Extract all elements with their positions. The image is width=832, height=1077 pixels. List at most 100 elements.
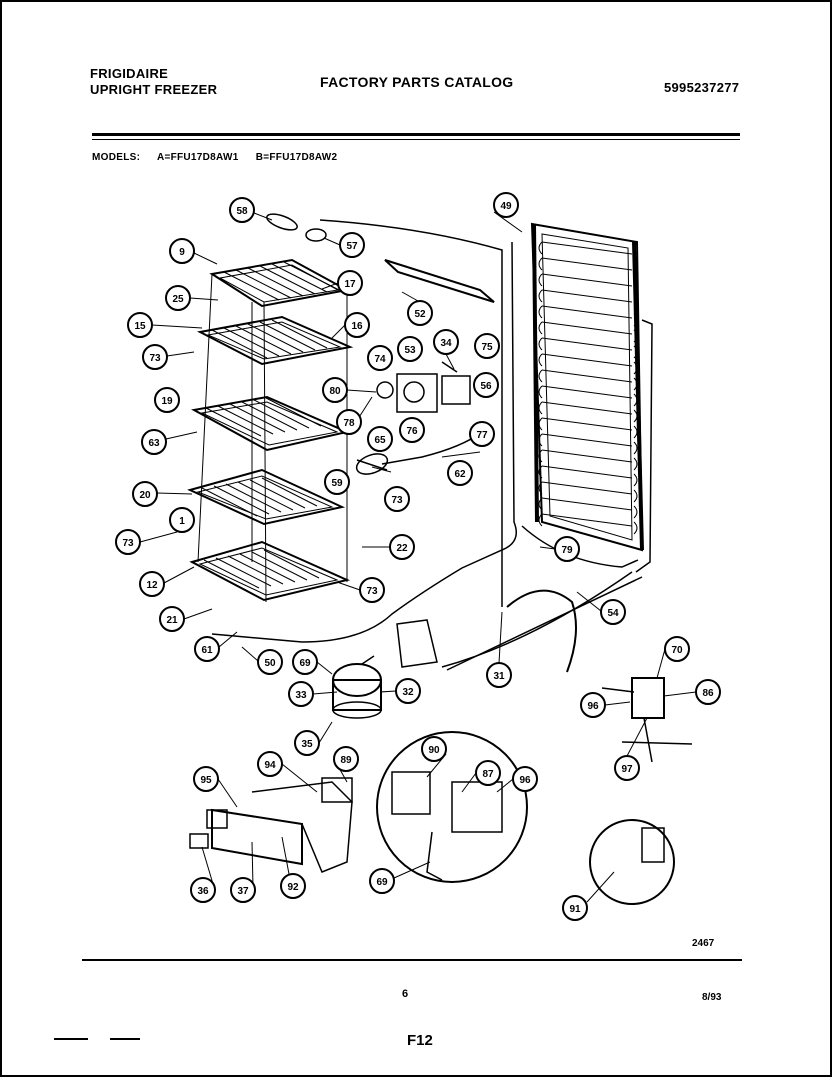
callout-15: 15: [127, 312, 153, 338]
callout-34: 34: [433, 329, 459, 355]
section-code: F12: [407, 1032, 433, 1049]
fan-motor-assembly: [376, 361, 471, 413]
callout-73: 73: [359, 577, 385, 603]
svg-text:1: 1: [179, 516, 185, 527]
callout-63: 63: [141, 429, 167, 455]
svg-text:16: 16: [351, 321, 363, 332]
svg-text:15: 15: [134, 321, 146, 332]
callout-73: 73: [384, 486, 410, 512]
svg-text:31: 31: [493, 671, 505, 682]
drawing-number: 2467: [692, 938, 715, 949]
compressor-bracket: [396, 619, 438, 668]
callout-20: 20: [132, 481, 158, 507]
svg-text:25: 25: [172, 294, 184, 305]
callout-52: 52: [407, 300, 433, 326]
callout-25: 25: [165, 285, 191, 311]
scan-mark-right: [110, 1038, 140, 1040]
callout-95: 95: [193, 766, 219, 792]
callout-79: 79: [554, 536, 580, 562]
svg-text:59: 59: [331, 478, 343, 489]
callout-53: 53: [397, 336, 423, 362]
svg-text:73: 73: [122, 538, 134, 549]
callout-9: 9: [169, 238, 195, 264]
callout-75: 75: [474, 333, 500, 359]
svg-text:94: 94: [264, 760, 276, 771]
svg-text:80: 80: [329, 386, 341, 397]
svg-text:9: 9: [179, 247, 185, 258]
svg-text:34: 34: [440, 338, 452, 349]
callout-1: 1: [169, 507, 195, 533]
svg-text:87: 87: [482, 769, 494, 780]
callout-58: 58: [229, 197, 255, 223]
callout-17: 17: [337, 270, 363, 296]
svg-text:54: 54: [607, 608, 619, 619]
callout-76: 76: [399, 417, 425, 443]
tube-connector: [266, 213, 327, 242]
callout-73: 73: [142, 344, 168, 370]
svg-text:50: 50: [264, 658, 276, 669]
callout-87: 87: [475, 760, 501, 786]
heater-cylinder: [355, 453, 389, 475]
callout-50: 50: [257, 649, 283, 675]
svg-text:12: 12: [146, 580, 158, 591]
header-rule-thin: [92, 139, 740, 140]
callout-22: 22: [389, 534, 415, 560]
svg-text:96: 96: [587, 701, 599, 712]
models-label: MODELS:: [92, 152, 141, 163]
svg-text:86: 86: [702, 688, 714, 699]
svg-text:22: 22: [396, 543, 408, 554]
svg-text:65: 65: [374, 435, 386, 446]
svg-text:35: 35: [301, 739, 313, 750]
control-panel: [189, 777, 353, 873]
svg-text:70: 70: [671, 645, 683, 656]
compressor: [332, 655, 382, 719]
callout-21: 21: [159, 606, 185, 632]
svg-text:62: 62: [454, 469, 466, 480]
thermostat-detail: [589, 819, 675, 905]
callout-69: 69: [292, 649, 318, 675]
product-type: UPRIGHT FREEZER: [90, 82, 218, 97]
callout-61: 61: [194, 636, 220, 662]
svg-text:37: 37: [237, 886, 249, 897]
svg-text:79: 79: [561, 545, 573, 556]
models-line: MODELS: A=FFU17D8AW1 B=FFU17D8AW2: [92, 152, 351, 163]
svg-text:77: 77: [476, 430, 488, 441]
callout-16: 16: [344, 312, 370, 338]
callout-36: 36: [190, 877, 216, 903]
svg-text:61: 61: [201, 645, 213, 656]
callout-69: 69: [369, 868, 395, 894]
svg-text:57: 57: [346, 241, 358, 252]
catalog-number: 5995237277: [664, 80, 740, 95]
page-date: 8/93: [702, 992, 722, 1003]
callout-96: 96: [512, 766, 538, 792]
callout-56: 56: [473, 372, 499, 398]
svg-text:17: 17: [344, 279, 356, 290]
callout-70: 70: [664, 636, 690, 662]
svg-text:69: 69: [376, 877, 388, 888]
model-b: B=FFU17D8AW2: [255, 152, 338, 163]
svg-text:89: 89: [340, 755, 352, 766]
callout-31: 31: [486, 662, 512, 688]
model-a: A=FFU17D8AW1: [156, 152, 239, 163]
callout-90: 90: [421, 736, 447, 762]
callout-35: 35: [294, 730, 320, 756]
callout-59: 59: [324, 469, 350, 495]
svg-text:69: 69: [299, 658, 311, 669]
callout-77: 77: [469, 421, 495, 447]
callout-12: 12: [139, 571, 165, 597]
callout-54: 54: [600, 599, 626, 625]
svg-text:32: 32: [402, 687, 414, 698]
svg-text:73: 73: [391, 495, 403, 506]
svg-text:19: 19: [161, 396, 173, 407]
svg-text:49: 49: [500, 201, 512, 212]
callout-62: 62: [447, 460, 473, 486]
svg-text:58: 58: [236, 206, 248, 217]
callout-97: 97: [614, 755, 640, 781]
svg-text:78: 78: [343, 418, 355, 429]
svg-text:63: 63: [148, 438, 160, 449]
svg-text:53: 53: [404, 345, 416, 356]
callout-86: 86: [695, 679, 721, 705]
svg-text:74: 74: [374, 354, 386, 365]
